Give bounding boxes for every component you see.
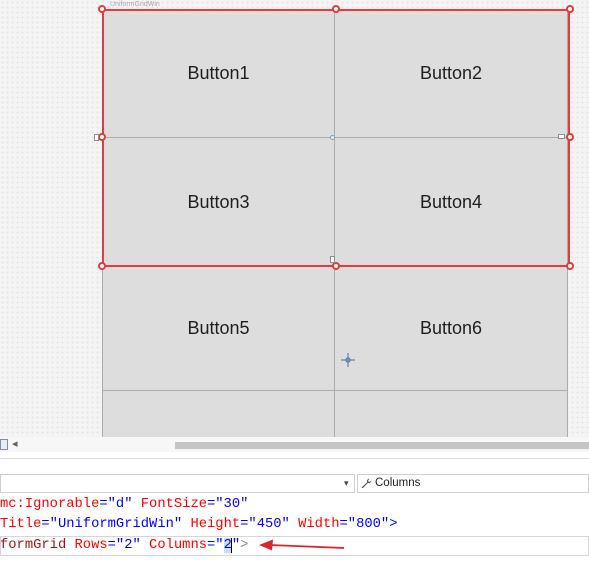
code-line-2[interactable]: Title="UniformGridWin" Height="450" Widt…	[0, 515, 589, 536]
attribute-value: ="	[207, 537, 224, 553]
resize-handle-left[interactable]	[98, 133, 106, 141]
scroll-left-arrow[interactable]: ◂	[12, 438, 18, 450]
attribute-name: Width	[289, 517, 340, 532]
tag-close: >	[389, 517, 398, 532]
grid-button-5[interactable]: Button5	[102, 266, 335, 391]
splitter[interactable]	[0, 458, 589, 459]
designer-surface[interactable]: UniformGridWin Button1 Button2 Button3 B…	[0, 0, 589, 437]
resize-handle-bottom-right[interactable]	[566, 262, 574, 270]
attribute-value: ="d"	[99, 496, 133, 512]
attribute-name: Height	[182, 517, 241, 532]
resize-handle-top-left[interactable]	[98, 5, 106, 13]
grid-button-6[interactable]: Button6	[334, 266, 568, 391]
grid-button-partial[interactable]	[334, 390, 568, 437]
resize-handle-bottom[interactable]	[332, 262, 340, 270]
attribute-value: ="2"	[107, 537, 141, 553]
grid-button-2[interactable]: Button2	[334, 9, 568, 138]
property-label: Columns	[375, 477, 421, 489]
window-title-label: UniformGridWin	[110, 1, 160, 8]
zoom-icon[interactable]	[0, 439, 8, 450]
attribute-value: ="450"	[240, 517, 290, 532]
element-name: formGrid	[0, 537, 67, 553]
attribute-name: Rows	[66, 537, 108, 553]
grid-button-1[interactable]: Button1	[102, 9, 335, 138]
xaml-editor[interactable]	[0, 493, 589, 561]
attribute-value: ="UniformGridWin"	[41, 517, 183, 532]
resize-handle-top-right[interactable]	[566, 5, 574, 13]
attribute-value: ="30"	[207, 496, 249, 512]
code-line-3[interactable]: formGrid Rows="2" Columns="2">	[0, 536, 589, 557]
attribute-name: Columns	[140, 537, 208, 553]
chevron-down-icon[interactable]: ▾	[344, 478, 349, 488]
wrench-icon	[361, 478, 372, 489]
tag-close: >	[240, 537, 249, 553]
grid-button-4[interactable]: Button4	[334, 137, 568, 267]
row-adorner-left[interactable]	[94, 134, 99, 141]
attribute-value: "	[231, 537, 241, 553]
resize-handle-top[interactable]	[332, 5, 340, 13]
grid-center-adorner[interactable]	[330, 135, 335, 140]
attribute-name: Title	[0, 517, 42, 532]
resize-handle-bottom-left[interactable]	[98, 262, 106, 270]
attribute-value: ="800"	[339, 517, 390, 532]
column-adorner-bottom[interactable]	[330, 256, 335, 263]
resize-handle-right[interactable]	[566, 133, 574, 141]
element-navigation-dropdown[interactable]	[0, 474, 355, 493]
code-line-1[interactable]: mc:Ignorable="d" FontSize="30"	[0, 495, 589, 516]
arrow-left-icon	[259, 539, 345, 551]
grid-button-3[interactable]: Button3	[102, 137, 335, 267]
crosshair-cursor-icon	[341, 353, 355, 367]
scrollbar-thumb[interactable]	[175, 442, 589, 449]
attribute-name: FontSize	[132, 496, 207, 512]
row-adorner-right[interactable]	[558, 134, 565, 139]
grid-button-partial[interactable]	[102, 390, 335, 437]
selected-text: 2	[223, 537, 232, 553]
attribute-name: mc:Ignorable	[0, 496, 100, 512]
